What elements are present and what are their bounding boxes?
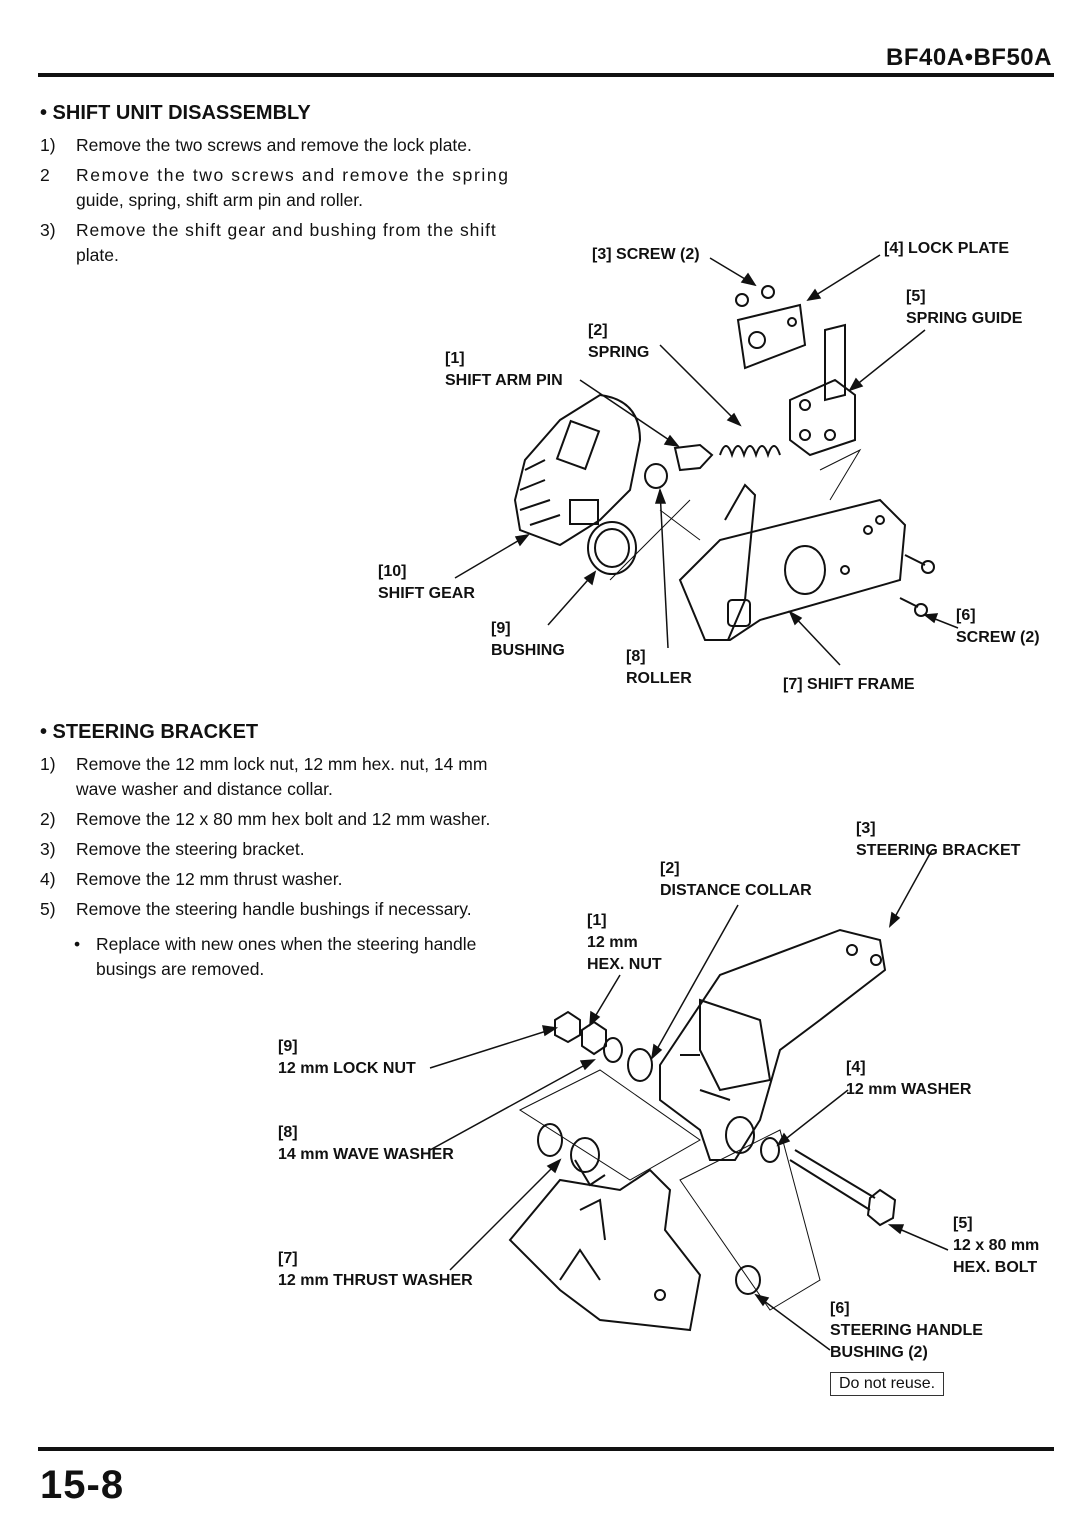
wave-washer-drawing	[603, 1037, 623, 1063]
callout-lock-nut: [9]12 mm LOCK NUT	[278, 1038, 416, 1077]
header-model-title: BF40A•BF50A	[886, 44, 1052, 71]
bushing-drawing	[587, 521, 637, 575]
steering-steps: 1)Remove the 12 mm lock nut, 12 mm hex. …	[40, 752, 560, 982]
shift-frame-drawing	[678, 498, 907, 641]
hex-bolt-drawing	[789, 1149, 876, 1211]
step-line: 1)Remove the two screws and remove the l…	[40, 135, 472, 155]
bullet-note: •Replace with new ones when the steering…	[74, 934, 477, 954]
step-line: plate.	[76, 245, 119, 265]
section-heading-steering-bracket: • STEERING BRACKET	[40, 721, 259, 743]
callout-screw-right: [6]SCREW (2)	[956, 607, 1040, 646]
lock-nut-drawing	[554, 1010, 581, 1044]
shift-gear-drawing	[513, 393, 642, 547]
steering-bracket-drawing	[659, 928, 887, 1161]
callout-bushing: [9]BUSHING	[491, 620, 565, 659]
callout-spring: [2]SPRING	[588, 322, 650, 361]
lock-plate-drawing	[736, 303, 807, 370]
section-heading-shift-unit: • SHIFT UNIT DISASSEMBLY	[40, 102, 311, 124]
step-line: 3)Remove the steering bracket.	[40, 839, 305, 859]
callout-shift-gear: [10]SHIFT GEAR	[378, 563, 475, 602]
step-line: 4)Remove the 12 mm thrust washer.	[40, 869, 343, 889]
step-line: 1)Remove the 12 mm lock nut, 12 mm hex. …	[40, 754, 488, 774]
callout-washer: [4]12 mm WASHER	[846, 1059, 972, 1098]
do-not-reuse-note: Do not reuse.	[830, 1372, 945, 1396]
step-line: 3)Remove the shift gear and bushing from…	[40, 220, 497, 240]
steering-bracket-diagram	[429, 849, 949, 1351]
callout-steering-bracket: [3]STEERING BRACKET	[856, 820, 1021, 859]
callout-shift-frame: [7] SHIFT FRAME	[783, 676, 915, 693]
shift-unit-diagram	[454, 254, 959, 666]
bullet-note: busings are removed.	[96, 959, 265, 979]
thrust-washer-drawing	[537, 1123, 563, 1157]
footer-rule	[38, 1447, 1054, 1451]
callout-thrust-washer: [7]12 mm THRUST WASHER	[278, 1250, 473, 1289]
callout-roller: [8]ROLLER	[626, 648, 692, 687]
washer-drawing	[760, 1137, 780, 1163]
shift-steps: 1)Remove the two screws and remove the l…	[40, 133, 560, 268]
callout-wave-washer: [8]14 mm WAVE WASHER	[278, 1124, 454, 1163]
bushing-lower-drawing	[735, 1265, 761, 1295]
step-line: 5)Remove the steering handle bushings if…	[40, 899, 472, 919]
shift-arm-pin-drawing	[673, 443, 714, 472]
spring-guide-drawing	[789, 378, 856, 457]
header-rule	[38, 73, 1054, 77]
spring-drawing	[719, 445, 781, 459]
step-line: wave washer and distance collar.	[76, 779, 333, 799]
distance-collar-drawing	[627, 1048, 653, 1082]
page-number: 15-8	[40, 1463, 125, 1507]
roller-drawing	[644, 463, 668, 489]
callout-lock-plate: [4] LOCK PLATE	[884, 240, 1010, 257]
callout-shift-arm-pin: [1]SHIFT ARM PIN	[445, 350, 563, 389]
callout-distance-collar: [2]DISTANCE COLLAR	[660, 860, 812, 899]
hex-nut-drawing	[581, 1020, 607, 1056]
step-line: 2)Remove the 12 x 80 mm hex bolt and 12 …	[40, 809, 491, 829]
step-line: guide, spring, shift arm pin and roller.	[76, 190, 363, 210]
callout-screw-top: [3] SCREW (2)	[592, 246, 700, 263]
callout-spring-guide: [5]SPRING GUIDE	[906, 288, 1023, 327]
